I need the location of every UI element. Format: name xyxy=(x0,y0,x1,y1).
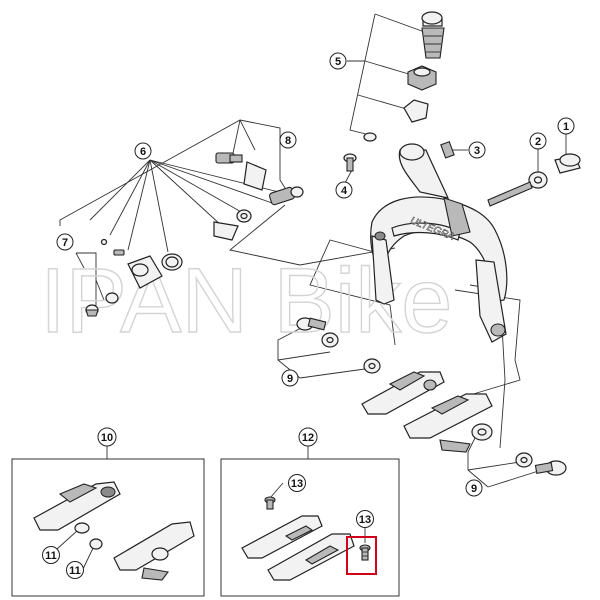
svg-text:13: 13 xyxy=(359,514,371,526)
callout-13-highlighted[interactable]: 13 xyxy=(356,510,374,528)
callout-5[interactable]: 5 xyxy=(329,52,347,70)
part-13-fixing-screw[interactable] xyxy=(359,544,371,561)
part-6-parts xyxy=(161,209,252,271)
callout-8[interactable]: 8 xyxy=(279,131,297,149)
part-10-pads xyxy=(33,481,195,581)
callout-10[interactable]: 10 xyxy=(97,427,117,447)
callout-9-lower[interactable]: 9 xyxy=(465,479,483,497)
callout-3[interactable]: 3 xyxy=(468,141,486,159)
svg-text:7: 7 xyxy=(62,237,68,249)
part-8-parts xyxy=(215,152,304,206)
brake-pad-lower-assembly xyxy=(403,393,493,453)
callout-11-lower[interactable]: 11 xyxy=(66,561,84,579)
svg-text:11: 11 xyxy=(69,565,81,577)
brake-caliper: ULTEGRA xyxy=(370,143,533,343)
part-3-set-screw xyxy=(440,141,455,159)
svg-text:9: 9 xyxy=(471,483,477,495)
callout-2[interactable]: 2 xyxy=(529,132,547,150)
svg-text:8: 8 xyxy=(285,135,291,147)
part-12-box xyxy=(220,458,400,597)
part-4-screw xyxy=(343,153,357,172)
callout-4[interactable]: 4 xyxy=(335,181,353,199)
part-7-parts xyxy=(85,238,163,317)
svg-text:6: 6 xyxy=(140,146,146,158)
svg-text:11: 11 xyxy=(45,550,57,562)
part-10-box xyxy=(11,458,205,597)
part-2-washer xyxy=(528,171,548,189)
svg-text:9: 9 xyxy=(287,373,293,385)
part-5-stack xyxy=(363,11,445,142)
svg-text:12: 12 xyxy=(302,432,314,444)
callout-11-upper[interactable]: 11 xyxy=(42,546,60,564)
svg-text:2: 2 xyxy=(535,136,541,148)
svg-text:1: 1 xyxy=(563,121,569,133)
svg-text:4: 4 xyxy=(341,185,348,197)
callout-13-upper[interactable]: 13 xyxy=(288,474,306,492)
callout-9-upper[interactable]: 9 xyxy=(281,369,299,387)
part-12-pad-inserts xyxy=(241,496,355,581)
svg-text:5: 5 xyxy=(335,56,341,68)
part-9-lower-fasteners xyxy=(515,452,567,476)
callout-6[interactable]: 6 xyxy=(134,142,152,160)
callout-1[interactable]: 1 xyxy=(557,117,575,135)
part-1-nut xyxy=(554,153,581,174)
svg-text:3: 3 xyxy=(474,145,480,157)
highlight-box xyxy=(346,536,377,575)
callout-7[interactable]: 7 xyxy=(56,233,74,251)
part-9-upper-fasteners xyxy=(296,317,381,374)
svg-text:10: 10 xyxy=(101,432,113,444)
callout-12[interactable]: 12 xyxy=(298,427,318,447)
leader-lines xyxy=(56,13,567,570)
svg-text:13: 13 xyxy=(291,478,303,490)
brake-pad-upper-assembly xyxy=(361,371,445,415)
